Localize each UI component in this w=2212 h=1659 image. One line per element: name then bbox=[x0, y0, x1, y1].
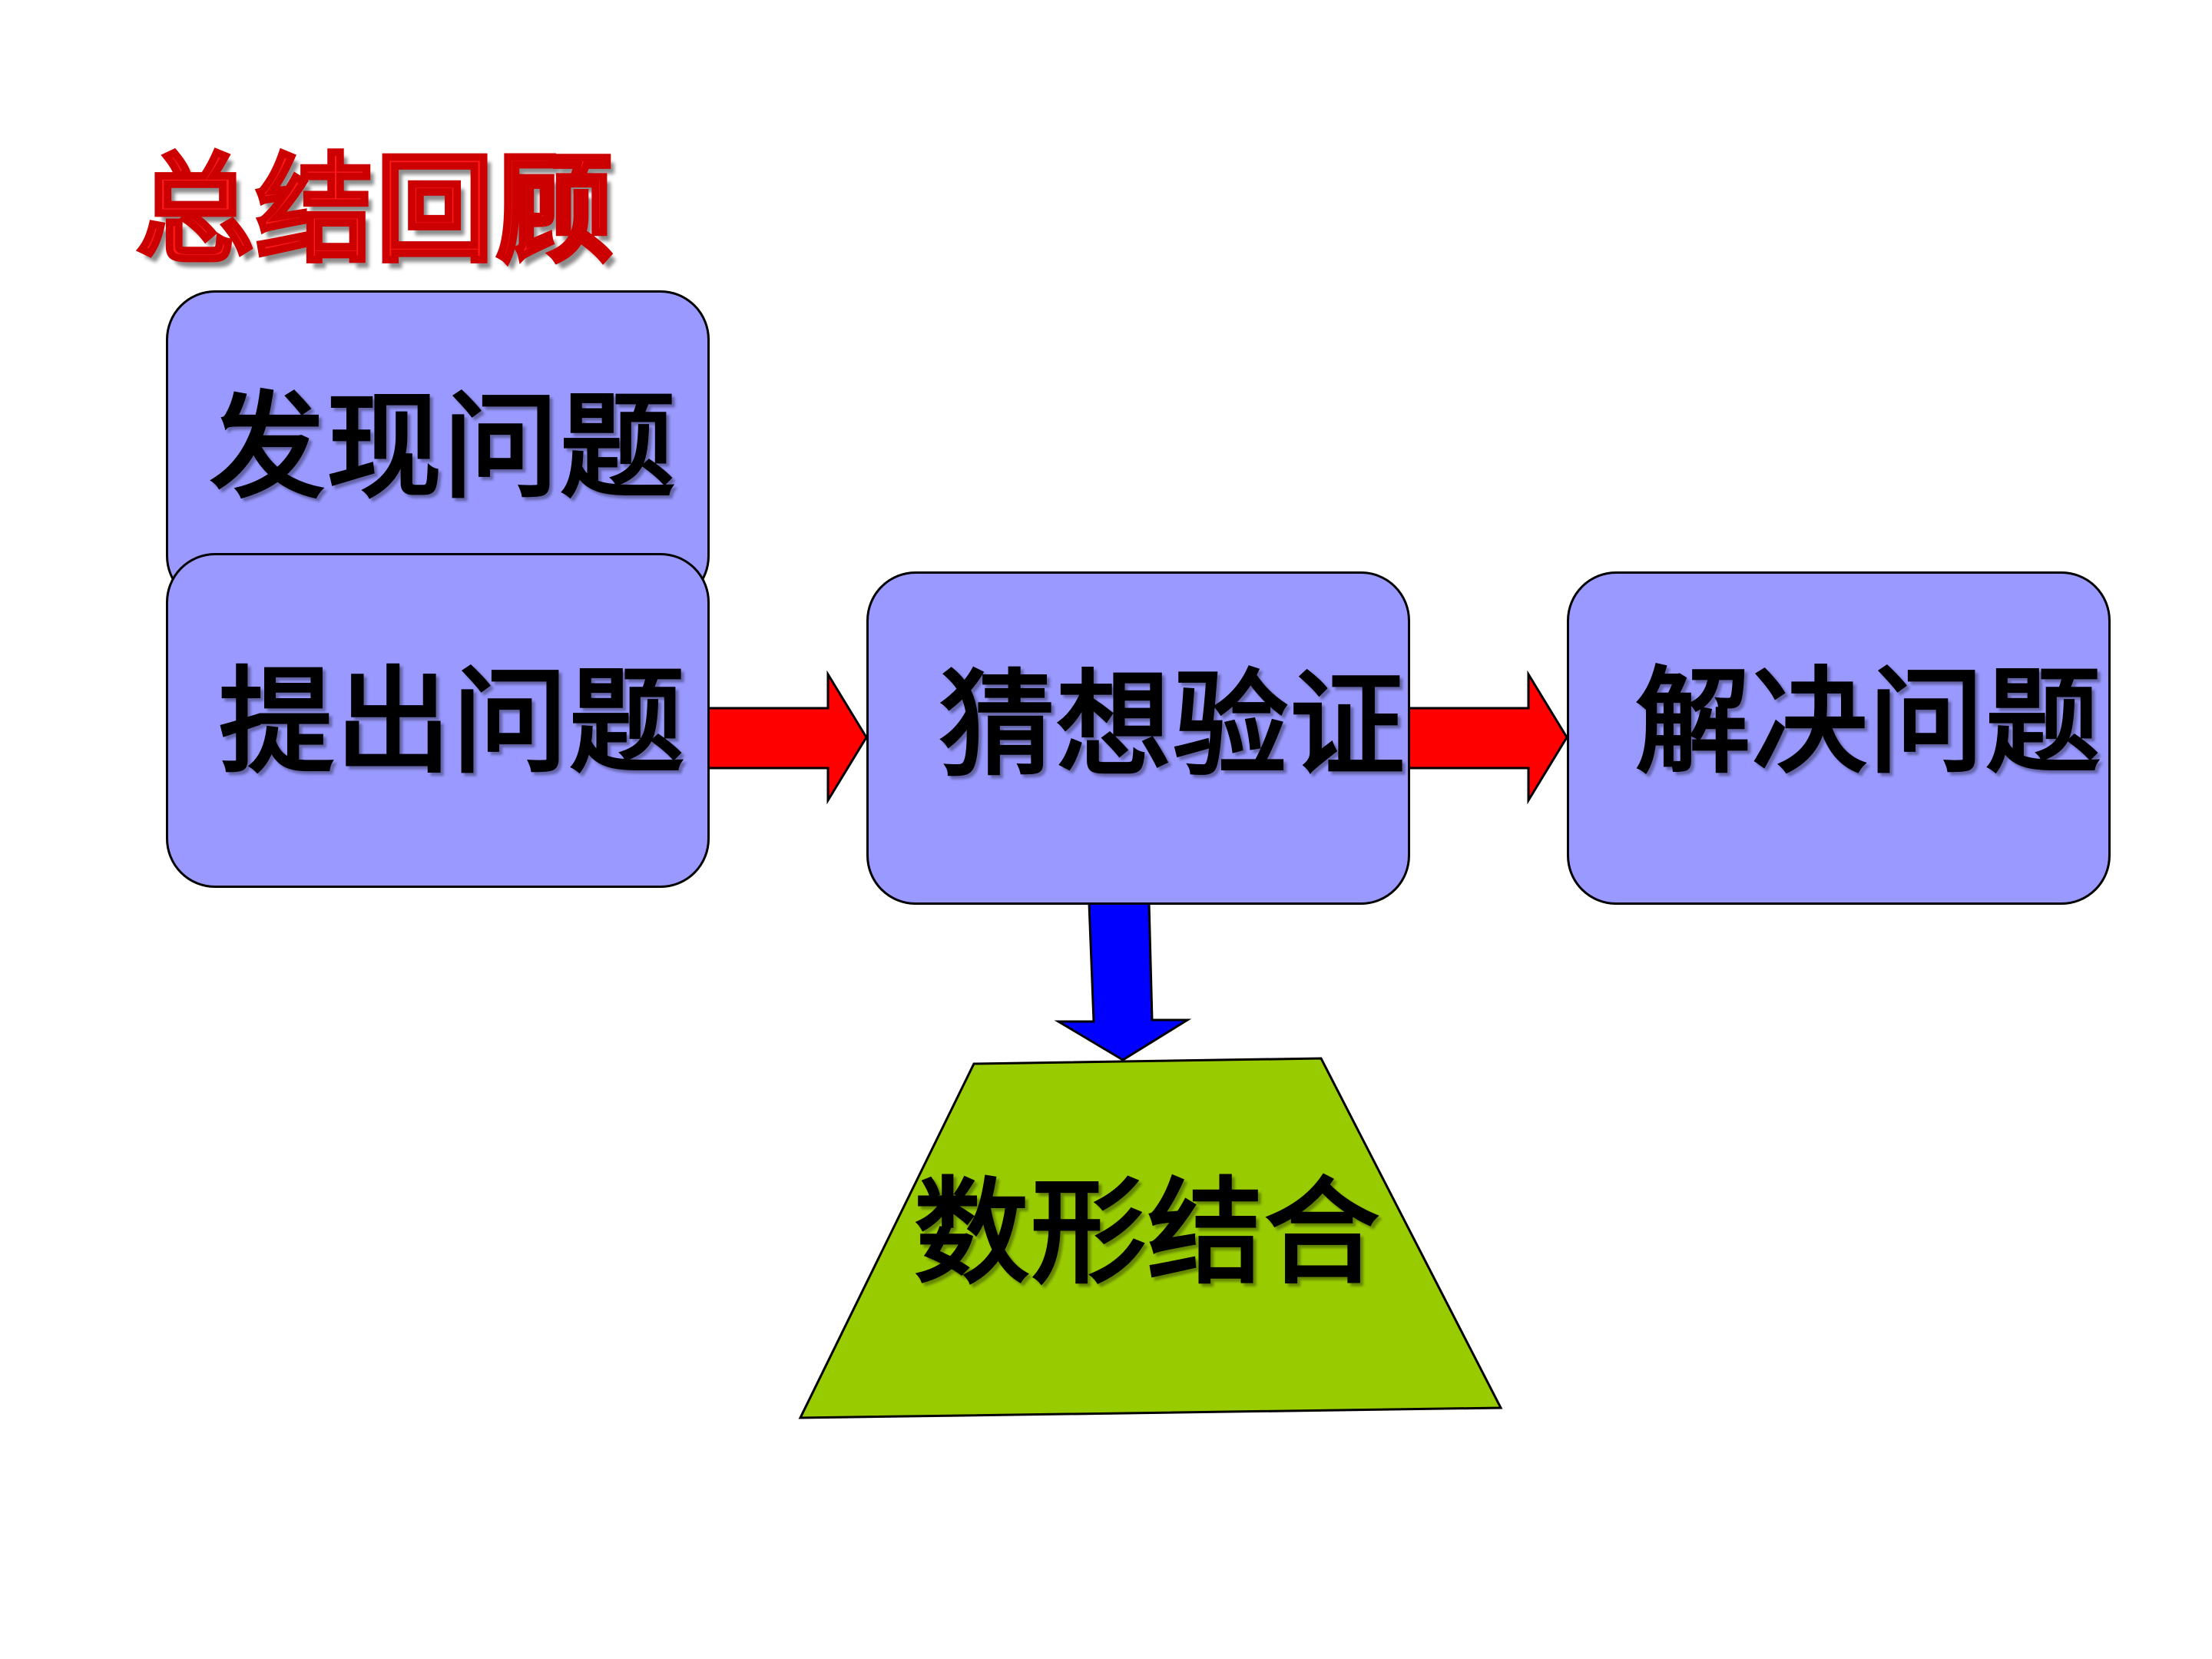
box-conjecture-verify: 猜想验证 bbox=[866, 571, 1410, 905]
arrow-conjecture-to-solve bbox=[1407, 670, 1568, 805]
box-discover-label: 发现问题 bbox=[210, 379, 677, 515]
box-raise-problem: 提出问题 bbox=[166, 553, 710, 888]
slide-title: 总结回顾 bbox=[135, 141, 616, 280]
method-label: 数形结合 bbox=[914, 1165, 1382, 1300]
box-conjecture-label: 猜想验证 bbox=[939, 657, 1407, 793]
method-trapezoid bbox=[798, 1057, 1503, 1419]
arrow-raise-to-conjecture bbox=[705, 670, 868, 805]
box-raise-label: 提出问题 bbox=[219, 654, 687, 790]
box-solve-label: 解决问题 bbox=[1635, 654, 2103, 790]
arrow-conjecture-to-method bbox=[1054, 902, 1192, 1061]
box-solve-problem: 解决问题 bbox=[1567, 571, 2111, 905]
box-discover-problem: 发现问题 bbox=[166, 290, 710, 605]
